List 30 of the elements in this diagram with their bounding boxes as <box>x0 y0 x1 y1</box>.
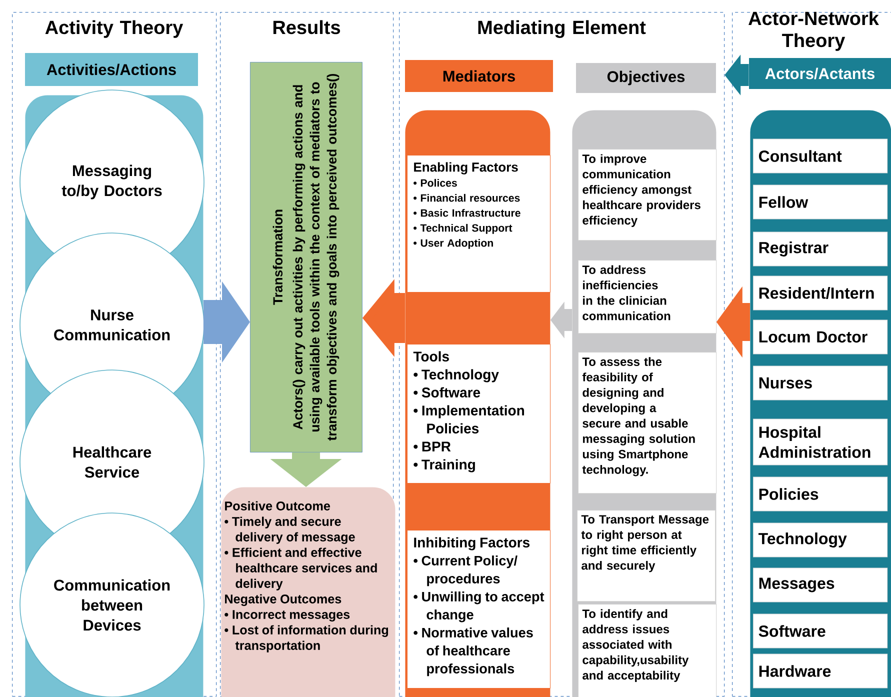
objective-box: To address inefficiencies in the clinician communication <box>578 260 717 334</box>
actor-box: Policies <box>753 476 888 512</box>
objective-box: To assess the feasibility of designing and developing a secure and usable messaging solution using Smartphone technology. <box>578 352 717 494</box>
actor-box: Software <box>753 614 888 648</box>
band-label: Objectives <box>576 63 716 93</box>
node-label: Communication between Devices <box>54 579 170 631</box>
actor-box: Messages <box>753 568 888 602</box>
actor-box: Fellow <box>753 184 888 220</box>
actor-box: Technology <box>753 522 888 558</box>
actor-box: Nurses <box>753 366 888 400</box>
actor-box: Consultant <box>753 138 888 174</box>
panel-heading: Mediating Element <box>478 20 646 38</box>
list-box: Inhibiting Factors • Current Policy/ procedures • Unwilling to accept change • Normative values of healthcare professionals <box>407 530 550 688</box>
actor-box: Locum Doctor <box>753 320 888 354</box>
band-label: Actors/Actants <box>749 58 891 89</box>
list-box: Enabling Factors • Polices • Financial resources • Basic Infrastructure • Technical Support • User Adoption <box>407 155 550 292</box>
list-box: Tools • Technology • Software • Implementation Policies • BPR • Training <box>407 344 550 484</box>
actor-box: Registrar <box>753 232 888 266</box>
actor-box: Resident/Intern <box>753 276 888 310</box>
objective-box: To identify and address issues associated with capability,usability and acceptability <box>578 604 717 697</box>
actor-box: Hospital Administration <box>753 418 888 466</box>
band-label: Activities/Actions <box>25 53 198 86</box>
panel-heading: Actor-Network Theory <box>748 11 879 51</box>
actor-box: Hardware <box>753 654 888 688</box>
band-label: Mediators <box>405 60 553 92</box>
list-box: Positive Outcome • Timely and secure delivery of message • Efficient and effective healthcare services and delivery Negative Outcomes • Incorrect messages • Lost of information during transportation <box>221 487 396 697</box>
objective-box: To improve communication efficiency amongst healthcare providers efficiency <box>578 149 717 241</box>
objective-box: To Transport Message to right person at right time efficiently and securely <box>577 510 716 602</box>
panel-heading: Activity Theory <box>45 20 184 38</box>
panel-heading: Results <box>273 20 340 34</box>
